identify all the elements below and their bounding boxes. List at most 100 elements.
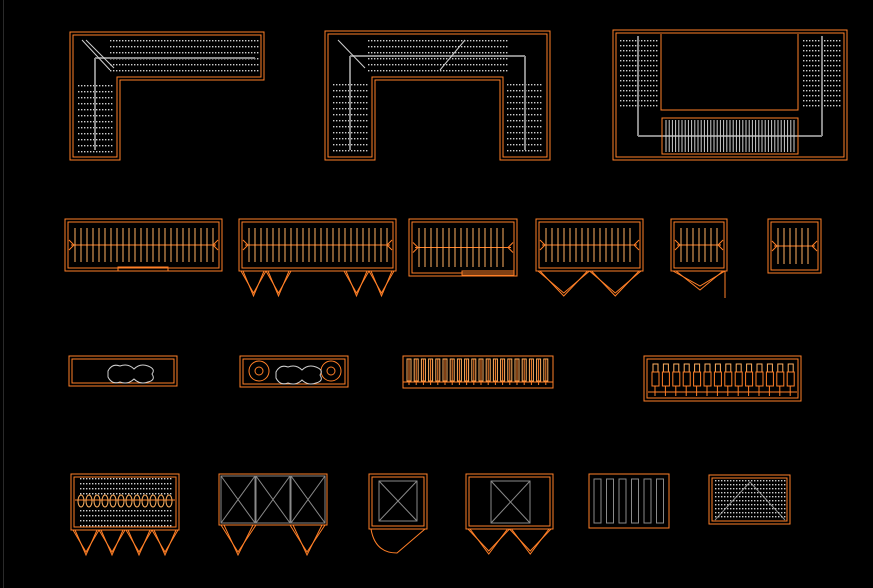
walkin-hangers-left <box>644 100 646 102</box>
walkin-hangers-right <box>833 50 835 52</box>
luggage-rack-b-mesh <box>721 480 723 482</box>
u-closet-hangers-left <box>345 150 347 152</box>
wardrobe-g-dots-top <box>104 488 106 490</box>
l-closet-hangers-top <box>221 52 223 54</box>
luggage-rack-b-mesh <box>745 516 747 518</box>
u-closet-hangers-right <box>507 120 509 122</box>
walkin-hangers-right <box>830 55 832 57</box>
l-closet-hangers-side <box>90 85 92 87</box>
luggage-rack-b-mesh <box>730 496 732 498</box>
wardrobe-g-dots-bottom <box>104 520 106 522</box>
u-closet-hangers-top <box>455 46 457 48</box>
u-closet-hangers-left <box>357 90 359 92</box>
u-closet-hangers-left <box>351 150 353 152</box>
luggage-rack-b-mesh <box>745 488 747 490</box>
u-closet-hangers-top <box>458 64 460 66</box>
wardrobe-h-cross-b <box>290 475 326 524</box>
walkin-hangers-left <box>626 85 628 87</box>
l-closet-hangers-top <box>176 46 178 48</box>
u-closet-hangers-top <box>446 70 448 72</box>
l-closet-hangers-top <box>116 40 118 42</box>
walkin-hangers-left <box>632 100 634 102</box>
luggage-rack-b-mesh <box>775 508 777 510</box>
l-closet-hangers-side <box>111 109 113 111</box>
u-closet-hangers-left <box>339 108 341 110</box>
wardrobe-h-outer <box>218 473 328 526</box>
wine-bottle-body <box>786 371 795 387</box>
u-closet-hangers-left <box>366 120 368 122</box>
wardrobe-g-dots-bottom <box>107 520 109 522</box>
l-closet-hangers-top <box>203 40 205 42</box>
u-closet-hangers-top <box>407 52 409 54</box>
wardrobe-g-dots-bottom <box>92 525 94 527</box>
luggage-rack-b-mesh <box>718 488 720 490</box>
wardrobe-e-arrow-right <box>717 239 724 251</box>
wardrobe-g-dots-top <box>110 488 112 490</box>
u-closet-hangers-right <box>507 84 509 86</box>
u-closet-hangers-left <box>360 138 362 140</box>
l-closet-hangers-top <box>242 64 244 66</box>
l-closet-hangers-side <box>108 91 110 93</box>
l-closet-hangers-side <box>111 115 113 117</box>
luggage-rack-b-mesh <box>739 508 741 510</box>
l-closet-hangers-side <box>105 139 107 141</box>
luggage-rack-b-mesh <box>739 516 741 518</box>
u-closet-hangers-top <box>503 58 505 60</box>
walkin-hangers-left <box>656 105 658 107</box>
walkin-hangers-left <box>644 65 646 67</box>
luggage-rack-b-mesh <box>769 492 771 494</box>
wine-bottle-neck <box>777 363 784 373</box>
walkin-hangers-left <box>656 40 658 42</box>
u-closet-hangers-left <box>363 108 365 110</box>
wardrobe-g-dots-bottom <box>98 515 100 517</box>
walkin-hangers-left <box>635 85 637 87</box>
u-closet-hangers-top <box>494 40 496 42</box>
u-closet-hangers-left <box>354 132 356 134</box>
l-closet-hangers-side <box>87 127 89 129</box>
l-closet-hangers-side <box>108 139 110 141</box>
walkin-hangers-right <box>806 60 808 62</box>
u-closet-hangers-top <box>500 58 502 60</box>
u-closet-hangers-top <box>455 40 457 42</box>
u-closet-hangers-left <box>351 96 353 98</box>
walkin-hangers-left <box>644 70 646 72</box>
wardrobe-g-dots-bottom <box>101 520 103 522</box>
walkin-hangers-left <box>650 45 652 47</box>
l-closet-hangers-top <box>245 52 247 54</box>
wardrobe-g-dots-bottom <box>122 525 124 527</box>
u-closet-hangers-left <box>366 114 368 116</box>
u-closet-hangers-top <box>422 64 424 66</box>
u-closet-hangers-top <box>410 40 412 42</box>
l-closet-hangers-top <box>185 52 187 54</box>
wardrobe-h-panel <box>255 475 291 524</box>
walkin-hangers-left <box>629 85 631 87</box>
u-closet-hangers-top <box>470 52 472 54</box>
walkin-hangers-left <box>656 90 658 92</box>
luggage-rack-b-mesh <box>718 504 720 506</box>
wardrobe-g-dots-bottom <box>161 510 163 512</box>
u-closet-hangers-top <box>497 40 499 42</box>
walkin-hangers-left <box>650 65 652 67</box>
l-closet-hangers-top <box>218 64 220 66</box>
l-closet-hangers-side <box>93 145 95 147</box>
u-closet-hangers-right <box>531 96 533 98</box>
u-closet-hangers-top <box>455 52 457 54</box>
walkin-hangers-right <box>812 75 814 77</box>
u-closet-hangers-right <box>540 120 542 122</box>
wardrobe-g-dots-top <box>137 483 139 485</box>
u-closet-hangers-right <box>531 144 533 146</box>
luggage-rack-b-mesh <box>745 496 747 498</box>
wardrobe-d-door-leaf-left <box>537 270 590 294</box>
luggage-rack-b-mesh <box>757 488 759 490</box>
l-closet-hangers-top <box>143 52 145 54</box>
wardrobe-g-dots-top <box>158 493 160 495</box>
u-closet-hangers-right <box>540 150 542 152</box>
l-closet-hangers-side <box>105 91 107 93</box>
wardrobe-g-dots-top <box>119 483 121 485</box>
l-closet-hangers-side <box>90 103 92 105</box>
l-closet-hangers-top <box>140 52 142 54</box>
wardrobe-g-dots-bottom <box>92 510 94 512</box>
u-closet-hangers-top <box>467 52 469 54</box>
u-closet-hangers-left <box>357 96 359 98</box>
u-closet-hangers-top <box>446 64 448 66</box>
